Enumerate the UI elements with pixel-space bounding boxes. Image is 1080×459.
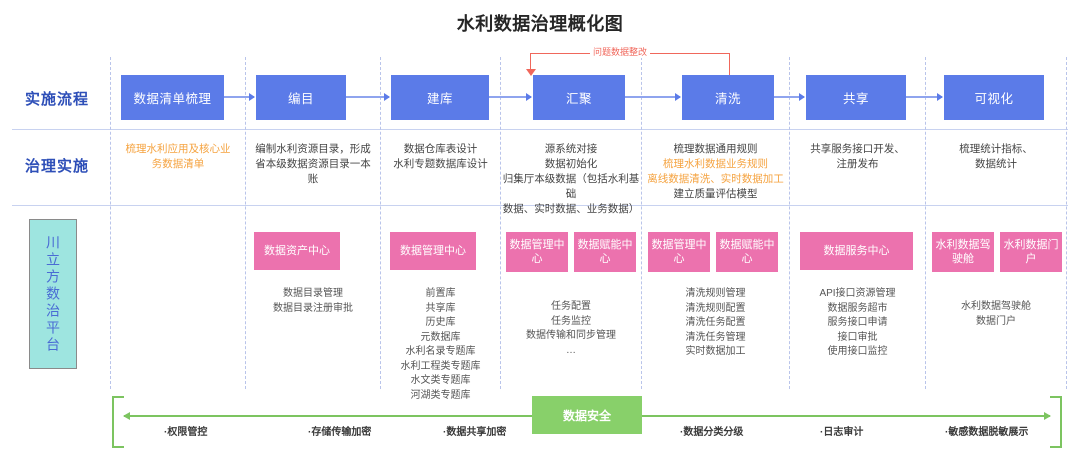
capability-details-col7: 水利数据驾驶舱 数据门户 [961, 301, 1031, 327]
capability-chip-data-management-center-build[interactable]: 数据管理中心 [390, 232, 476, 270]
row-divider-2 [12, 205, 1068, 206]
security-item-log-audit: ·日志审计 [820, 427, 864, 438]
row-label-governance-implementation: 治理实施 [25, 158, 90, 175]
security-item-classification: ·数据分类分级 [680, 427, 744, 438]
security-item-storage-encrypt: ·存储传输加密 [308, 427, 372, 438]
capability-chip-data-enablement-center-aggregation[interactable]: 数据赋能中心 [574, 232, 636, 272]
platform-label-box: 川立方数治平台 [29, 219, 77, 369]
row-label-implementation-flow: 实施流程 [25, 91, 90, 108]
security-line-right [638, 412, 1051, 419]
security-center-label[interactable]: 数据安全 [532, 396, 642, 434]
column-divider-8 [1066, 57, 1067, 389]
capability-chip-water-data-cockpit[interactable]: 水利数据驾驶舱 [932, 232, 994, 272]
security-bracket-left [112, 396, 124, 448]
page-title: 水利数据治理概化图 [456, 14, 624, 34]
capability-chip-water-data-portal[interactable]: 水利数据门户 [1000, 232, 1062, 272]
column-divider-1 [110, 57, 111, 389]
flow-step-aggregation[interactable]: 汇聚 [533, 75, 625, 120]
capability-details-col5: 清洗规则管理 清洗规则配置 清洗任务配置 清洗任务管理 实时数据加工 [685, 288, 746, 357]
capability-chip-data-management-center-aggregation[interactable]: 数据管理中心 [506, 232, 568, 272]
column-divider-3 [380, 57, 381, 389]
flow-arrow-4 [625, 93, 681, 100]
security-item-masking-display: ·敏感数据脱敏展示 [945, 427, 1029, 438]
column-divider-4 [500, 57, 501, 389]
impl-cell-6: 共享服务接口开发、 注册发布 [810, 143, 905, 170]
column-divider-5 [641, 57, 642, 389]
feedback-line-left [530, 53, 532, 71]
security-item-access-control: ·权限管控 [164, 427, 208, 438]
platform-name: 川立方数治平台 [45, 234, 61, 354]
capability-details-col4: 任务配置 任务监控 数据传输和同步管理 … [526, 301, 616, 356]
capability-chip-data-enablement-center-cleansing[interactable]: 数据赋能中心 [716, 232, 778, 272]
flow-arrow-2 [346, 93, 390, 100]
flow-arrow-1 [224, 93, 255, 100]
capability-details-col3: 前置库 共享库 历史库 元数据库 水利名录专题库 水利工程类专题库 水文类专题库… [400, 288, 481, 401]
security-band: 数据安全 [112, 396, 1062, 448]
security-line-left [123, 412, 556, 419]
impl-cell-5: 梳理数据通用规则 梳理水利数据业务规则 离线数据清洗、实时数据加工 建立质量评估… [647, 143, 784, 200]
capability-details-col2: 数据目录管理 数据目录注册审批 [273, 288, 353, 314]
flow-arrow-6 [906, 93, 943, 100]
flow-arrow-3 [489, 93, 532, 100]
capability-chip-data-service-center[interactable]: 数据服务中心 [800, 232, 913, 270]
flow-arrow-5 [774, 93, 805, 100]
flow-step-sharing[interactable]: 共享 [806, 75, 906, 120]
flow-step-cleansing[interactable]: 清洗 [682, 75, 774, 120]
feedback-line-right [728, 53, 730, 75]
flow-step-cataloging[interactable]: 编目 [256, 75, 346, 120]
row-divider-1 [12, 129, 1068, 130]
flow-step-build-database[interactable]: 建库 [391, 75, 489, 120]
feedback-arrow-icon [526, 69, 536, 76]
flow-step-data-inventory[interactable]: 数据清单梳理 [121, 75, 224, 120]
column-divider-7 [925, 57, 926, 389]
security-bracket-right [1050, 396, 1062, 448]
feedback-annotation-label: 问题数据整改 [590, 45, 651, 58]
feedback-annotation: 问题数据整改 [526, 45, 730, 79]
impl-cell-1: 梳理水利应用及核心业 务数据清单 [125, 143, 231, 170]
capability-chip-data-management-center-cleansing[interactable]: 数据管理中心 [648, 232, 710, 272]
column-divider-2 [245, 57, 246, 389]
security-item-sharing-encrypt: ·数据共享加密 [443, 427, 507, 438]
column-divider-6 [789, 57, 790, 389]
capability-chip-data-asset-center[interactable]: 数据资产中心 [254, 232, 340, 270]
impl-cell-2: 编制水利资源目录，形成 省本级数据资源目录一本 账 [255, 143, 371, 185]
impl-cell-7: 梳理统计指标、 数据统计 [959, 143, 1033, 170]
impl-cell-3: 数据仓库表设计 水利专题数据库设计 [393, 143, 488, 170]
capability-details-col6: API接口资源管理 数据服务超市 服务接口申请 接口审批 使用接口监控 [819, 288, 896, 357]
impl-cell-4: 源系统对接 数据初始化 归集厅本级数据（包括水利基础 数据、实时数据、业务数据） [502, 143, 640, 215]
flow-step-visualization[interactable]: 可视化 [944, 75, 1044, 120]
